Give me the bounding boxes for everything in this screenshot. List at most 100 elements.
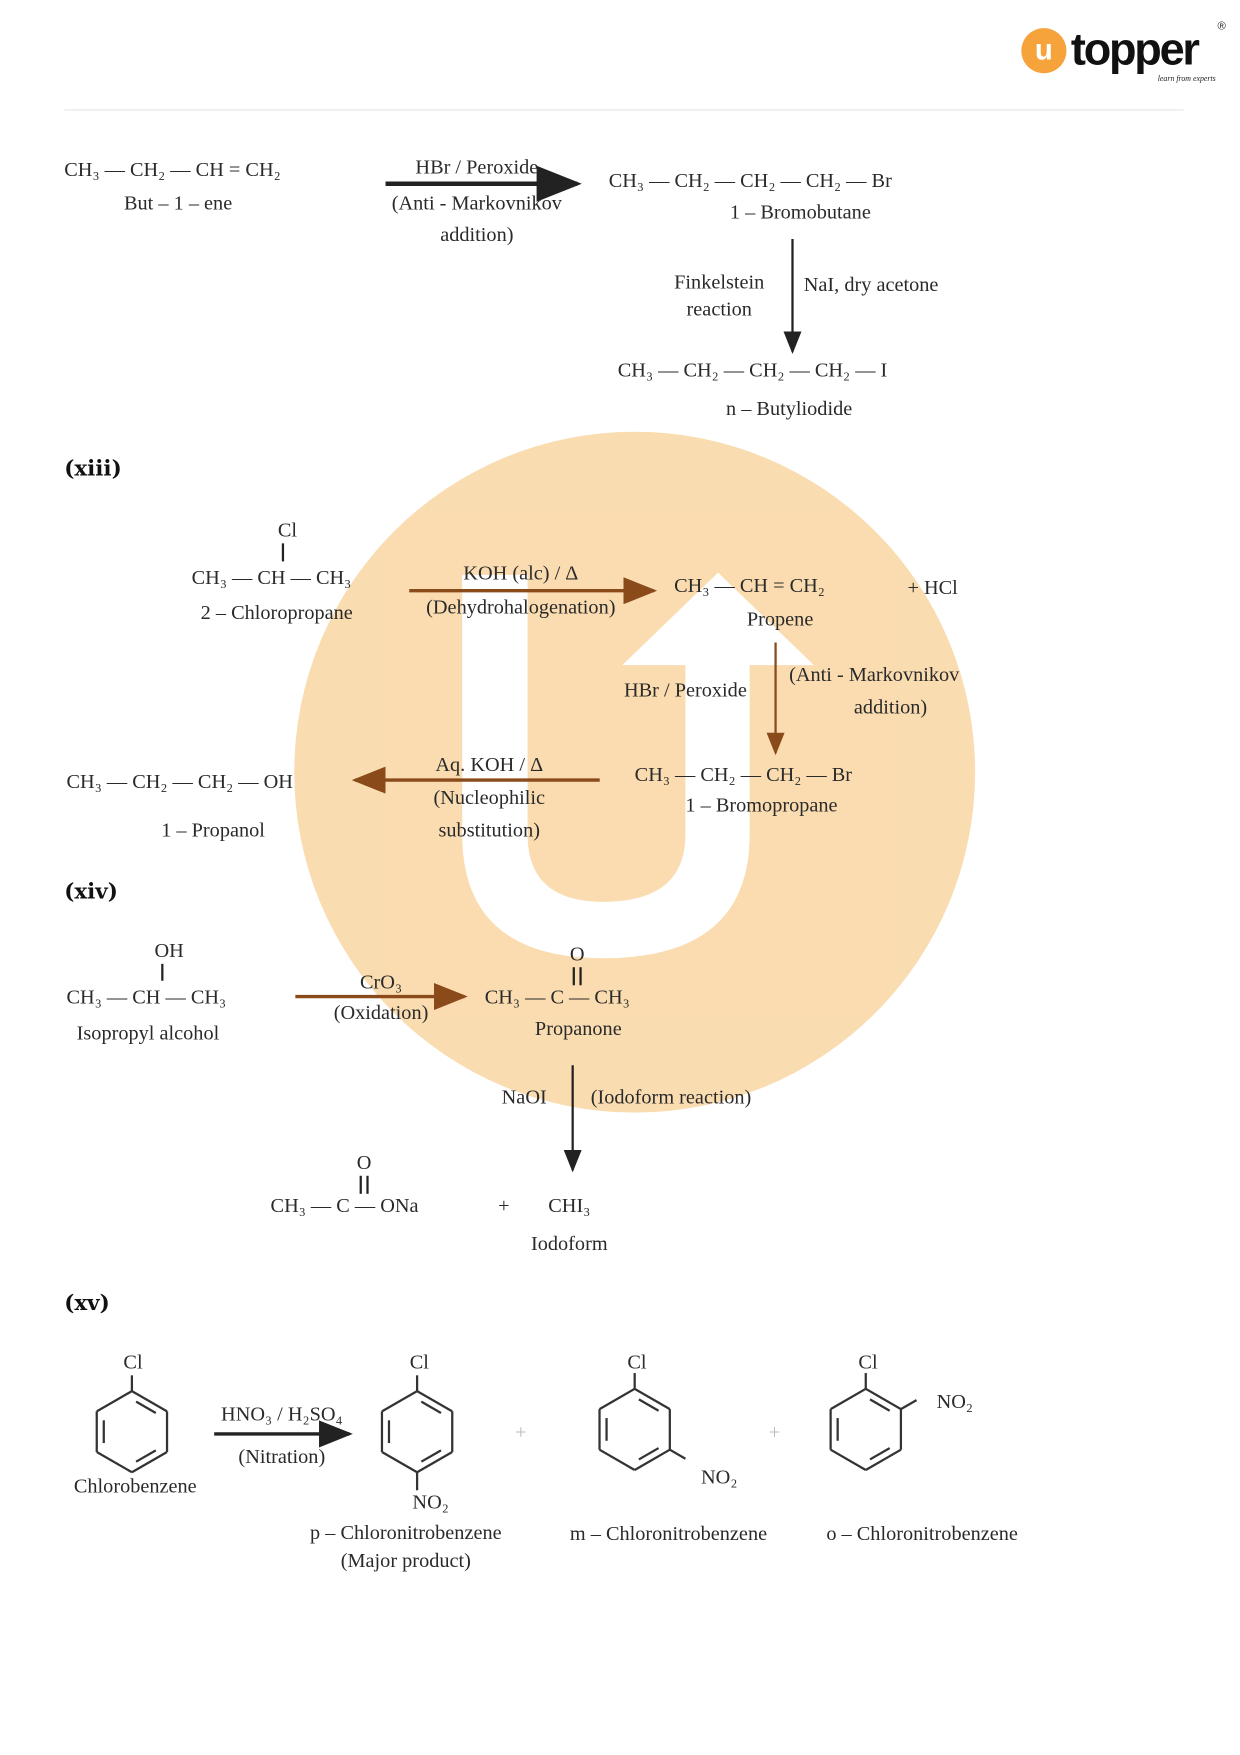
logo-registered: ®: [1217, 20, 1226, 33]
formula: CH₃ — C — ONa: [270, 1193, 419, 1217]
ring-bond: [96, 1450, 133, 1474]
formula: CH₃ — CH₂ — CH₂ — CH₂ — Br: [608, 169, 892, 192]
formula: CH₃ — CH₂ — CH = CH₂: [64, 157, 281, 181]
ring-double-bond: [135, 1400, 157, 1414]
benzene-rings: [95, 1373, 918, 1491]
compound-name: 1 – Bromobutane: [729, 200, 871, 224]
reagent: HNO₃ / H₂SO₄: [221, 1402, 343, 1425]
section-label: (xiv): [64, 879, 118, 905]
compound-name: 1 – Bromopropane: [685, 793, 838, 817]
condition: substitution): [438, 818, 540, 841]
logo-mark: u: [1021, 28, 1067, 74]
ring-bond: [96, 1390, 133, 1413]
section-label: (xiii): [64, 456, 122, 482]
ring-bond: [865, 1448, 902, 1471]
compound-name: Propanone: [534, 1016, 622, 1040]
ring-double-bond: [420, 1400, 442, 1414]
condition: (Nucleophilic: [433, 785, 546, 809]
ring-bond: [598, 1387, 636, 1411]
formula: CH₃ — CH — CH₃: [191, 565, 352, 589]
bond-no2: [900, 1399, 918, 1411]
condition: addition): [440, 223, 514, 246]
compound-name: m – Chloronitrobenzene: [569, 1521, 768, 1545]
compound-name: Isopropyl alcohol: [76, 1021, 220, 1044]
substituent: Cl: [123, 1350, 143, 1374]
condition: (Dehydrohalogenation): [426, 595, 616, 618]
compound-name: 2 – Chloropropane: [200, 600, 353, 624]
ring-double-bond: [135, 1449, 157, 1463]
substituent: Cl: [409, 1350, 429, 1374]
condition: reaction: [686, 297, 752, 321]
condition: (Nitration): [238, 1445, 326, 1468]
watermark: [294, 431, 976, 1113]
reagent: CrO₃: [360, 970, 403, 994]
substituent: NO₂: [936, 1389, 974, 1413]
ring-double-bond: [869, 1398, 891, 1412]
plus-sign: +: [768, 1420, 781, 1443]
ring-bond: [416, 1450, 453, 1474]
substituent: OH: [154, 939, 184, 962]
compound-name: Chlorobenzene: [73, 1474, 197, 1498]
formula: CH₃ — CH₂ — CH₂ — CH₂ — I: [617, 358, 888, 382]
formula: CH₃ — CH₂ — CH₂ — OH: [66, 769, 293, 793]
reagent: HBr / Peroxide: [415, 155, 539, 179]
arrows: [161, 165, 802, 1448]
reagent: KOH (alc) / Δ: [463, 561, 579, 584]
ring-bond: [634, 1448, 671, 1471]
watermark-u-arrow-icon: [462, 572, 814, 959]
substituent: NO₂: [412, 1490, 449, 1513]
ring-double-bond: [420, 1449, 442, 1463]
carbonyl-oxygen: O: [569, 942, 585, 965]
section-label: (xv): [64, 1290, 110, 1316]
byproduct: + HCl: [907, 576, 958, 599]
ring-bond: [416, 1390, 453, 1413]
ring-double-bond: [638, 1447, 660, 1461]
reagent: Aq. KOH / Δ: [435, 753, 544, 776]
reagent: NaI, dry acetone: [803, 272, 939, 296]
ring-bond: [131, 1390, 168, 1413]
reagent: NaOI: [501, 1085, 547, 1109]
logo-name: topper: [1070, 24, 1200, 75]
ring-bond: [381, 1390, 418, 1413]
ring-bond: [830, 1387, 867, 1411]
substituent: NO₂: [701, 1465, 738, 1489]
reagent: HBr / Peroxide: [623, 678, 747, 702]
plus-sign: +: [498, 1193, 510, 1217]
condition: (Anti - Markovnikov: [789, 662, 960, 686]
formula: CH₃ — CH — CH₃: [66, 985, 227, 1008]
compound-name: Propene: [746, 607, 814, 631]
compound-name: o – Chloronitrobenzene: [826, 1521, 1018, 1545]
ring-double-bond: [638, 1398, 660, 1412]
logo-tagline: learn from experts: [1157, 74, 1216, 84]
plus-sign: +: [515, 1420, 527, 1443]
compound-name: But – 1 – ene: [124, 191, 233, 215]
ring-bond: [131, 1450, 168, 1474]
condition: (Anti - Markovnikov: [391, 191, 562, 215]
formula: CH₃ — C — CH₃: [484, 985, 630, 1008]
compound-name: p – Chloronitrobenzene: [310, 1520, 502, 1544]
compound-name: 1 – Propanol: [161, 818, 265, 841]
substituent: Cl: [858, 1350, 878, 1374]
substituent: Cl: [277, 518, 298, 542]
compound-note: (Major product): [340, 1548, 471, 1572]
ring-bond: [381, 1450, 418, 1474]
ring-bond: [865, 1387, 902, 1411]
ring-bond: [598, 1448, 636, 1471]
compound-name: Iodoform: [530, 1232, 608, 1255]
condition: addition): [853, 695, 928, 719]
condition: (Iodoform reaction): [590, 1085, 752, 1109]
ring-bond: [830, 1448, 867, 1471]
formula: CHI₃: [548, 1193, 591, 1217]
carbonyl-oxygen: O: [356, 1150, 372, 1174]
condition: (Oxidation): [333, 1001, 429, 1024]
formula: CH₃ — CH₂ — CH₂ — Br: [634, 763, 853, 786]
substituent: Cl: [627, 1350, 647, 1374]
ring-bond: [634, 1387, 671, 1411]
bond-no2: [669, 1448, 686, 1460]
header-divider: [64, 109, 1184, 111]
compound-name: n – Butyliodide: [725, 396, 853, 420]
condition: Finkelstein: [674, 270, 765, 294]
ring-double-bond: [869, 1447, 891, 1461]
